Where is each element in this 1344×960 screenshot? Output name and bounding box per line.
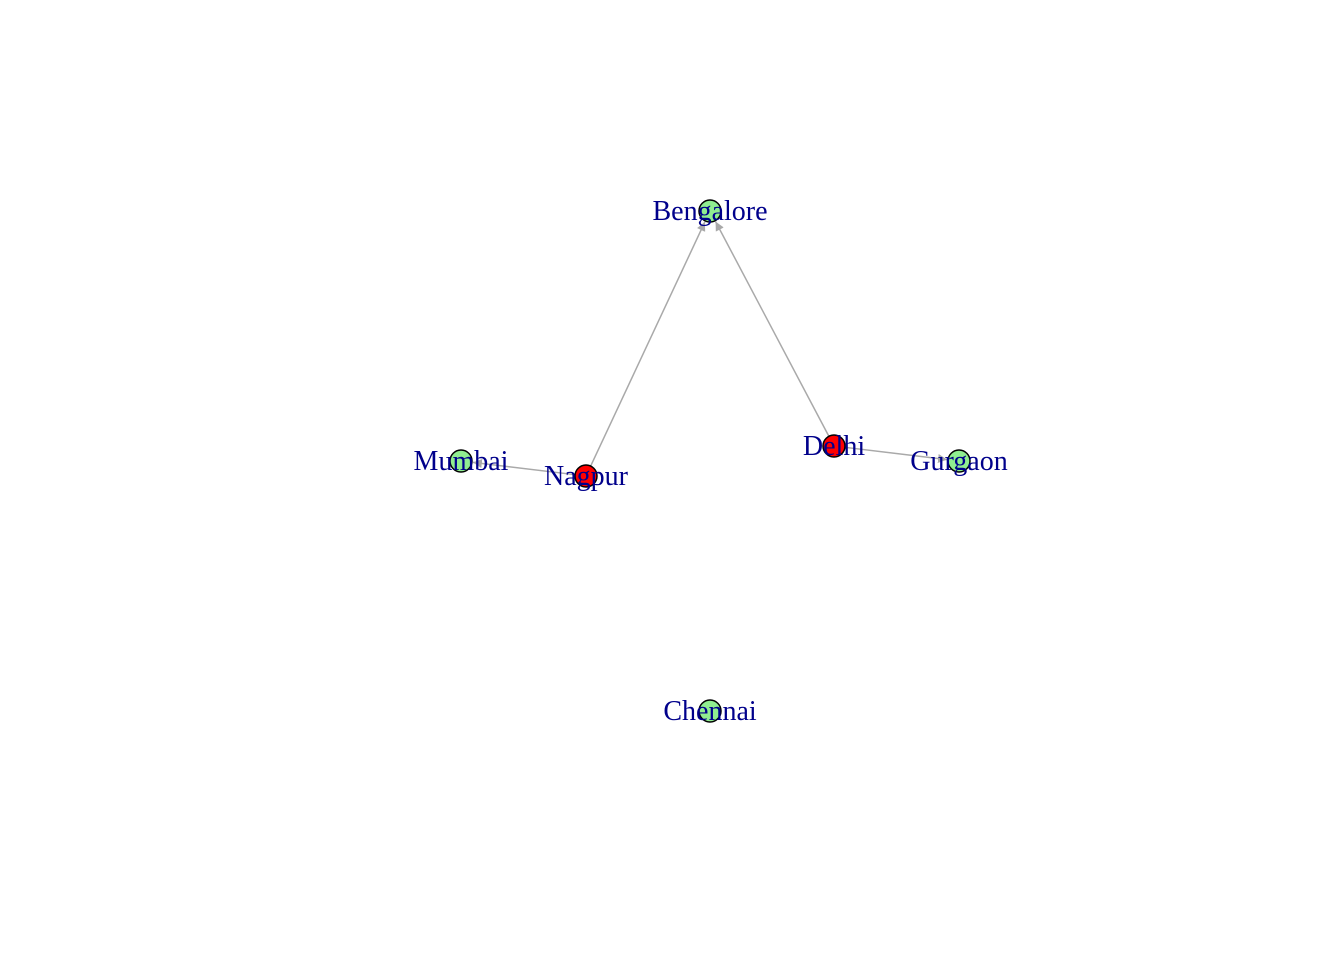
node-label-chennai: Chennai: [663, 696, 757, 727]
node-label-delhi: Delhi: [803, 431, 865, 462]
nodes-layer: [449, 199, 971, 723]
edge-nagpur-to-bengalore: [589, 221, 706, 467]
edge-delhi-to-bengalore: [714, 221, 830, 437]
node-nagpur: [574, 464, 598, 488]
node-mumbai: [449, 449, 473, 473]
node-label-gurgaon: Gurgaon: [910, 446, 1007, 477]
edge-delhi-to-gurgaon: [844, 446, 948, 463]
node-label-nagpur: Nagpur: [544, 461, 629, 492]
edges-layer: [472, 221, 948, 476]
edge-nagpur-to-mumbai: [472, 459, 576, 476]
node-label-mumbai: Mumbai: [414, 446, 509, 477]
node-delhi: [822, 434, 846, 458]
node-chennai: [698, 699, 722, 723]
node-bengalore: [698, 199, 722, 223]
node-gurgaon: [947, 449, 971, 473]
node-label-bengalore: Bengalore: [652, 196, 767, 227]
